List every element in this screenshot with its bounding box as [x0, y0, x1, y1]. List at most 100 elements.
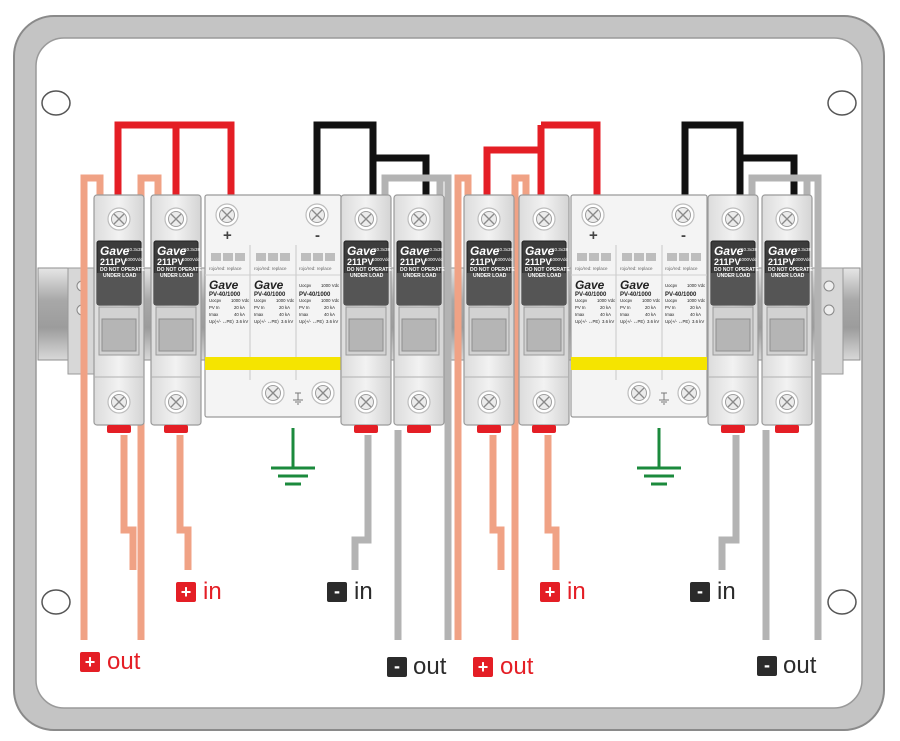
minus-symbol: - [764, 655, 770, 675]
spd-model-1: PV-40/1000 [575, 292, 607, 298]
spd-spec-b2v: 20 kA [600, 305, 611, 310]
plus-icon [176, 582, 196, 602]
minus-in-label-right: - in [690, 578, 736, 605]
minus-symbol: - [394, 656, 400, 676]
fuse-voltage: 1000Vdc [182, 257, 201, 262]
fuse-brand: Gave [100, 244, 130, 258]
spd-spec-b3: Imax [209, 312, 219, 317]
fuse-warning-1: DO NOT OPERATE [400, 267, 445, 273]
minus-out-text: out [413, 653, 447, 680]
surge-protector: + - rojo/red: replace rojo/red: replace … [204, 194, 342, 418]
fuse-model: 211PV [470, 257, 497, 267]
right-array: Gave 10.3x38 211PV 1000Vdc DO NOT OPERAT… [463, 194, 813, 486]
plus-symbol: + [478, 657, 489, 677]
fuse-holder[interactable]: Gave 10.3x38 211PV 1000Vdc DO NOT OPERAT… [463, 194, 515, 433]
minus-in-text: in [717, 578, 736, 605]
spd-spec-c1v: 1000 Vdc [321, 298, 340, 303]
mounting-hole [41, 589, 71, 615]
fuse-warning-2: UNDER LOAD [403, 273, 437, 279]
mounting-hole [41, 90, 71, 116]
spd-spec-c1v: 1000 Vdc [687, 298, 706, 303]
top-wiring [80, 121, 822, 640]
fuse-brand: Gave [157, 244, 187, 258]
fuse-warning-1: DO NOT OPERATE [157, 267, 202, 273]
spd-plus-sign: + [589, 227, 598, 244]
spd-spec-b3: Imax [575, 312, 585, 317]
minus-out-text: out [783, 652, 817, 679]
spd-spec-b4: Up(+/- ↔PE) [209, 319, 234, 324]
fuse-holder[interactable]: Gave 10.3x38 211PV 1000Vdc DO NOT OPERAT… [761, 194, 813, 433]
spd-spec-a1: Uocpv [254, 298, 267, 303]
fuse-holder[interactable]: Gave 10.3x38 211PV 1000Vdc DO NOT OPERAT… [93, 194, 145, 433]
spd-spec-b1v: 1000 Vdc [597, 298, 616, 303]
fuse-holder[interactable]: Gave 10.3x38 211PV 1000Vdc DO NOT OPERAT… [150, 194, 202, 433]
spd-minus-sign: - [315, 227, 320, 244]
spd-spec-a4: Up(+/- ↔PE) [620, 319, 645, 324]
fuse-warning-1: DO NOT OPERATE [525, 267, 570, 273]
spd-spec-uocpv-val: 1000 Vdc [321, 283, 340, 288]
spd-spec-b3v: 40 kA [600, 312, 611, 317]
plus-in-text: in [203, 578, 222, 605]
spd-spec-b2v: 20 kA [234, 305, 245, 310]
spd-spec-a3v: 40 kA [645, 312, 656, 317]
plus-icon [473, 657, 493, 677]
spd-spec-b4v: 3.6 kV [236, 319, 248, 324]
plus-in-label-left: + in [176, 578, 222, 605]
fuse-warning-2: UNDER LOAD [103, 273, 137, 279]
spd-spec-a2v: 20 kA [645, 305, 656, 310]
spd-spec-b4: Up(+/- ↔PE) [575, 319, 600, 324]
spd-spec-a4v: 3.6 kV [281, 319, 293, 324]
plus-icon [540, 582, 560, 602]
spd-spec-a4: Up(+/- ↔PE) [254, 319, 279, 324]
fuse-brand: Gave [470, 244, 500, 258]
fuse-voltage: 1000Vdc [550, 257, 569, 262]
fuse-holder[interactable]: Gave 10.3x38 211PV 1000Vdc DO NOT OPERAT… [707, 194, 759, 433]
plus-out-label-left: + out [80, 648, 141, 675]
fuse-holder[interactable]: Gave 10.3x38 211PV 1000Vdc DO NOT OPERAT… [518, 194, 570, 433]
spd-replace-3: rojo/red: replace [665, 266, 698, 271]
spd-spec-c3: Imax [299, 312, 309, 317]
ground-icon [637, 428, 681, 486]
fuse-voltage: 1000Vdc [372, 257, 391, 262]
spd-spec-a2: PV In [254, 305, 265, 310]
fuse-holder[interactable]: Gave 10.3x38 211PV 1000Vdc DO NOT OPERAT… [393, 194, 445, 433]
minus-out-label-left: - out [387, 653, 447, 680]
fuse-warning-1: DO NOT OPERATE [347, 267, 392, 273]
spd-spec-a2: PV In [620, 305, 631, 310]
fuse-holder[interactable]: Gave 10.3x38 211PV 1000Vdc DO NOT OPERAT… [340, 194, 392, 433]
spd-replace-2: rojo/red: replace [254, 266, 287, 271]
spd-spec-uocpv-val: 1000 Vdc [687, 283, 706, 288]
spd-replace-3: rojo/red: replace [299, 266, 332, 271]
spd-spec-c2: PV In [299, 305, 310, 310]
bottom-wiring [120, 435, 740, 570]
minus-icon [690, 582, 710, 602]
left-array: Gave 10.3x38 211PV 1000Vdc DO NOT OPERAT… [93, 194, 445, 486]
spd-spec-b1: Uocpv [209, 298, 222, 303]
fuse-voltage: 1000Vdc [793, 257, 812, 262]
spd-spec-a1: Uocpv [620, 298, 633, 303]
spd-spec-a2v: 20 kA [279, 305, 290, 310]
fuse-size: 10.3x38 [552, 247, 569, 252]
spd-spec-a4v: 3.6 kV [647, 319, 659, 324]
spd-spec-uocpv: Uocpv [665, 283, 678, 288]
fuse-size: 10.3x38 [497, 247, 514, 252]
fuse-brand: Gave [400, 244, 430, 258]
plus-symbol: + [85, 652, 96, 672]
fuse-model: 211PV [100, 257, 127, 267]
spd-spec-c3v: 40 kA [324, 312, 335, 317]
spd-spec-c4: Up(+/- ↔PE) [665, 319, 690, 324]
fuse-size: 10.3x38 [427, 247, 444, 252]
fuse-brand: Gave [347, 244, 377, 258]
terminal-labels: + in - in + in - in + out - [80, 578, 817, 680]
spd-spec-c4: Up(+/- ↔PE) [299, 319, 324, 324]
fuse-voltage: 1000Vdc [739, 257, 758, 262]
spd-replace-1: rojo/red: replace [575, 266, 608, 271]
fuse-voltage: 1000Vdc [125, 257, 144, 262]
fuse-warning-1: DO NOT OPERATE [768, 267, 813, 273]
spd-replace-2: rojo/red: replace [620, 266, 653, 271]
spd-spec-b4v: 3.6 kV [602, 319, 614, 324]
spd-replace-1: rojo/red: replace [209, 266, 242, 271]
fuse-voltage: 1000Vdc [425, 257, 444, 262]
plus-symbol: + [181, 582, 192, 602]
spd-model-3: PV-40/1000 [299, 292, 331, 298]
